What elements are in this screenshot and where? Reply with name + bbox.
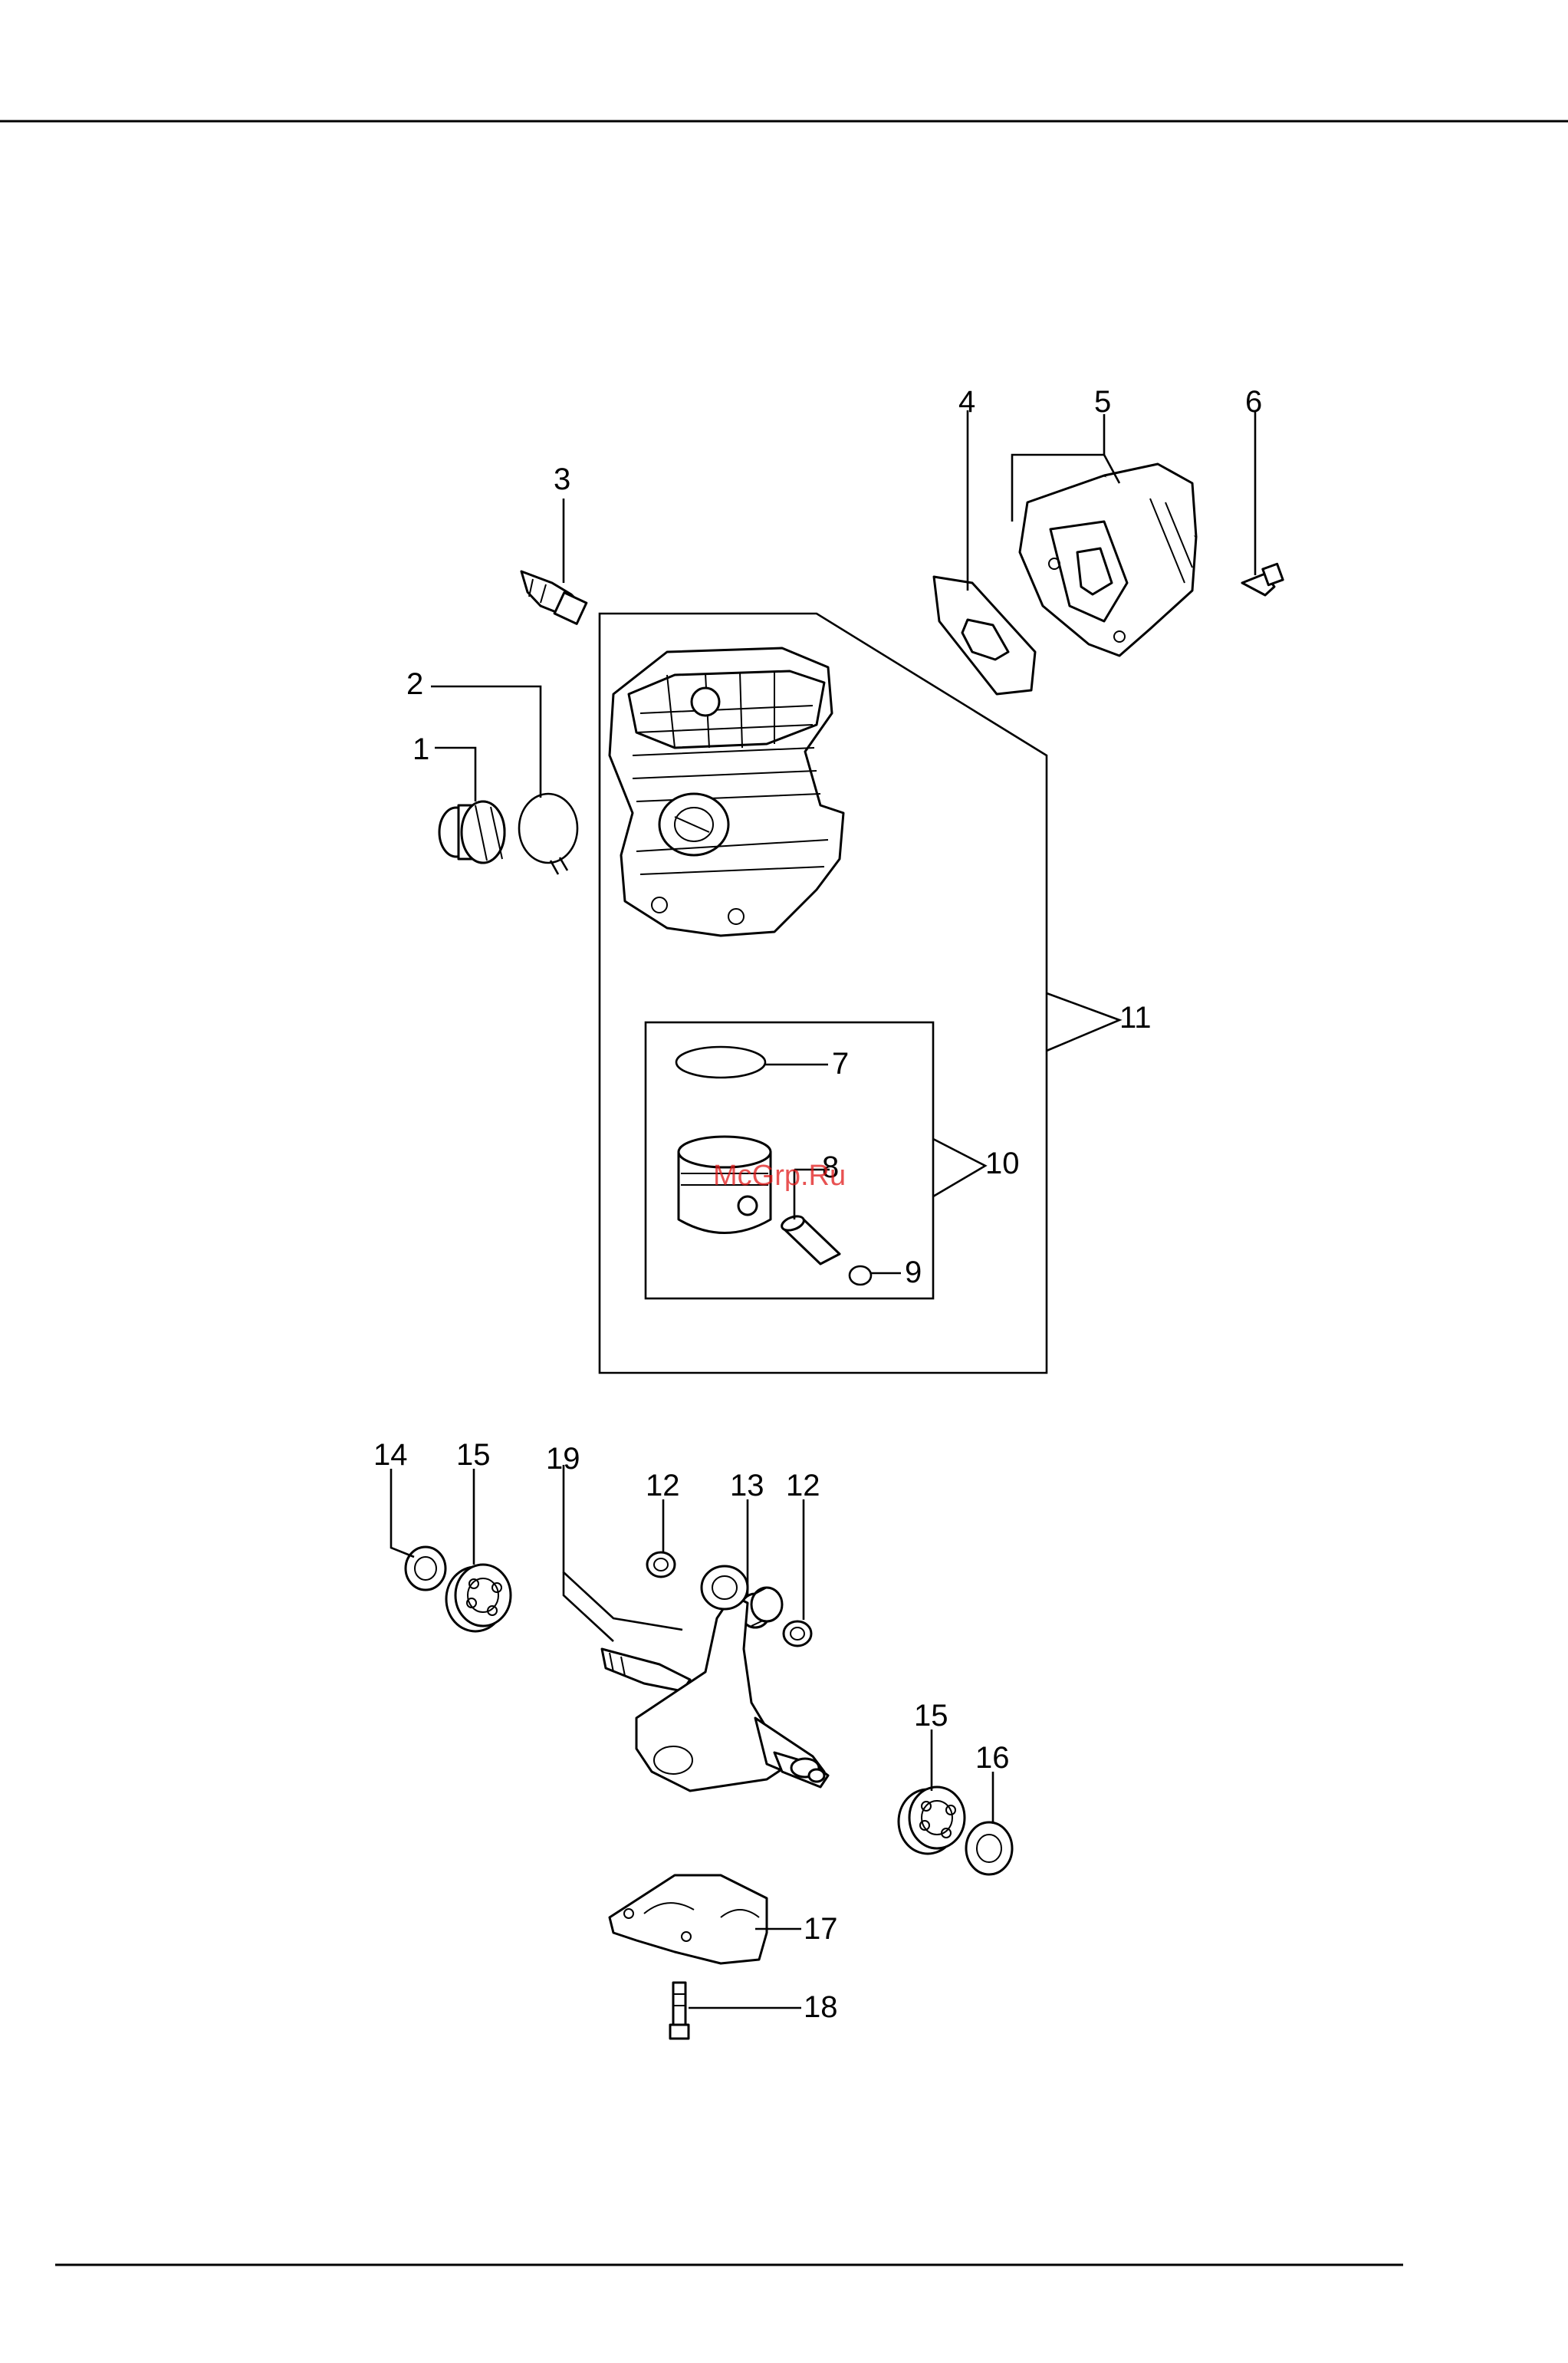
callout-7: 7 <box>832 1047 849 1081</box>
callout-2: 2 <box>406 667 423 701</box>
crankshaft <box>602 1566 828 1791</box>
oil-seal-right <box>966 1822 1012 1874</box>
crankcase-screw <box>670 1983 689 2039</box>
callout-9: 9 <box>905 1256 922 1289</box>
callout-17: 17 <box>804 1912 838 1946</box>
crankcase-half <box>610 1875 767 1963</box>
callout-18: 18 <box>804 1990 838 2024</box>
ball-bearing-right <box>899 1787 965 1854</box>
muffler-gasket <box>934 577 1035 694</box>
callout-12b: 12 <box>786 1469 820 1502</box>
callout-16: 16 <box>975 1741 1010 1775</box>
callout-10: 10 <box>985 1147 1020 1180</box>
thrust-washer-2 <box>784 1621 811 1646</box>
callout-15a: 15 <box>456 1438 491 1472</box>
callout-5: 5 <box>1094 385 1111 419</box>
callout-11: 11 <box>1119 1001 1152 1035</box>
muffler <box>1020 464 1196 656</box>
piston-pin <box>780 1213 840 1264</box>
spark-plug <box>521 571 587 624</box>
callout-13: 13 <box>730 1469 764 1502</box>
callout-14: 14 <box>373 1438 408 1472</box>
clamp-ring <box>519 794 577 874</box>
cylinder <box>610 648 843 936</box>
callout-6: 6 <box>1245 385 1262 419</box>
thrust-washer-1 <box>647 1552 675 1577</box>
decompression-valve <box>439 801 505 863</box>
callout-1: 1 <box>413 732 429 766</box>
muffler-screw <box>1242 564 1283 595</box>
callout-12a: 12 <box>646 1469 680 1502</box>
callout-19: 19 <box>546 1442 580 1476</box>
callout-3: 3 <box>554 462 570 496</box>
watermark-text: McGrp.Ru <box>713 1160 846 1192</box>
callout-4: 4 <box>958 385 975 419</box>
oil-seal-left <box>406 1547 445 1590</box>
callout-15b: 15 <box>914 1699 948 1733</box>
ball-bearing-left <box>446 1565 511 1631</box>
piston-ring <box>676 1047 765 1078</box>
circlip <box>850 1266 871 1285</box>
